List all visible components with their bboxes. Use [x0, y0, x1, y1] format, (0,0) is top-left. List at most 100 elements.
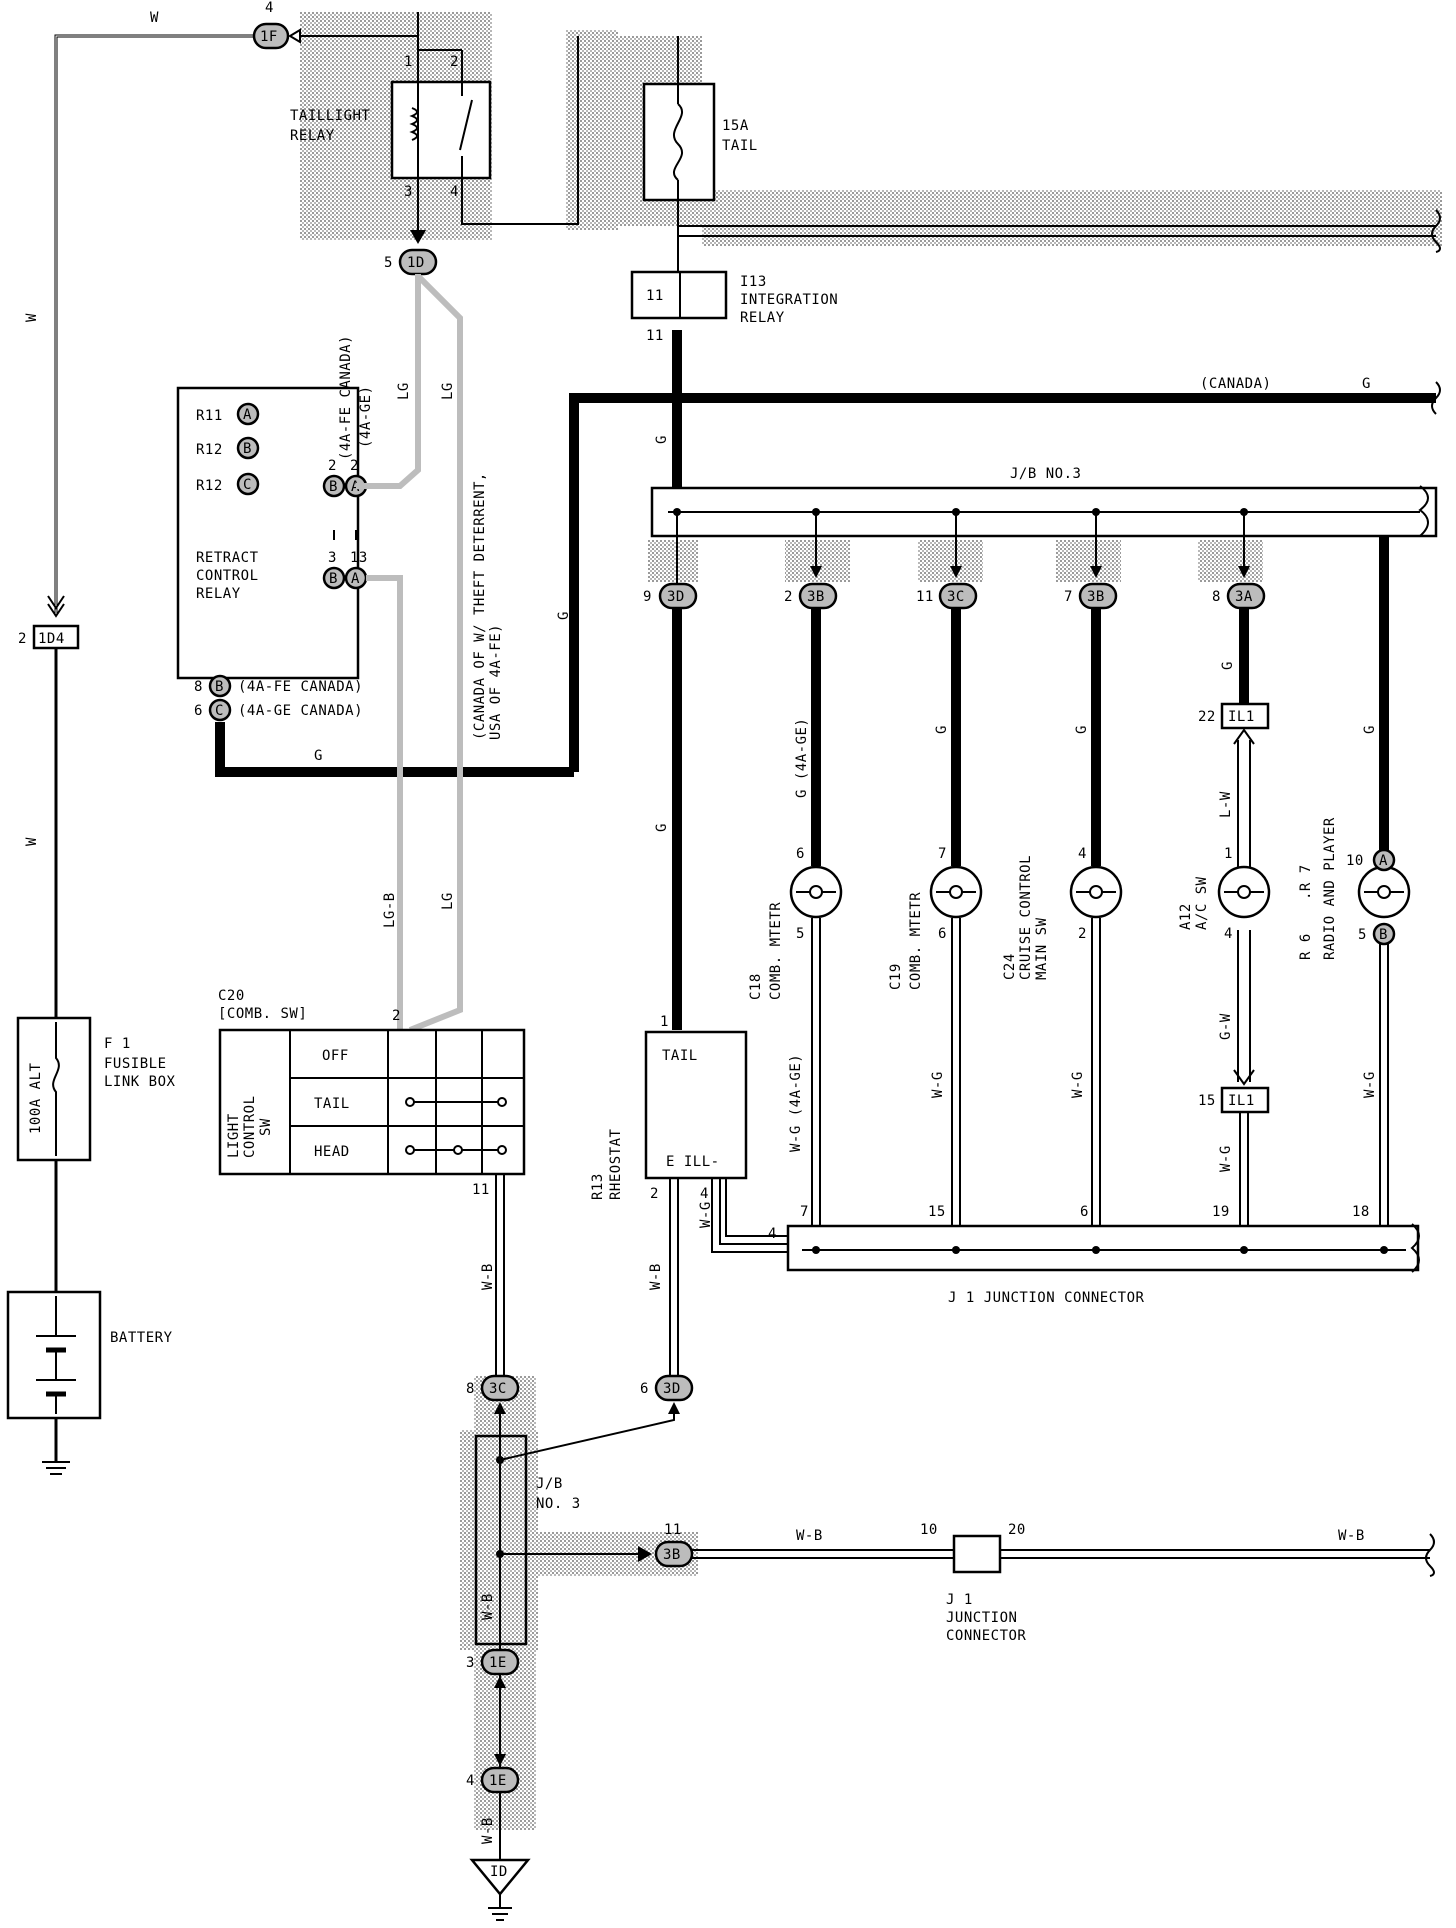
wire-label-w-g: W-G — [1218, 1145, 1234, 1172]
r7-label: .R 7 — [1298, 864, 1314, 900]
pin-label: 6 — [1080, 1204, 1089, 1220]
c20-comb-switch: C20 [COMB. SW] 2 OFF TAIL HEAD LIGHT CON… — [218, 988, 526, 1198]
lg-wires: LG LG LG-B LG (CANADA OF W/ THEFT DETERR… — [356, 273, 504, 1033]
a12-id: A12 — [1178, 903, 1194, 930]
retract-relay-name-2: CONTROL — [196, 568, 259, 584]
pin-label: 8 — [466, 1381, 475, 1397]
connector-1e-lower: 1E 4 W-B — [466, 1754, 520, 1844]
j1-junction-label: J 1 JUNCTION CONNECTOR — [948, 1290, 1145, 1306]
pin-label: 9 — [643, 589, 652, 605]
connector-3d-label: 3D — [663, 1381, 681, 1397]
pin-label: 8 — [1212, 589, 1221, 605]
wire-label-g-w: G-W — [1218, 1013, 1234, 1040]
wire-label-w-top: W — [150, 10, 159, 26]
wire-label-lg: LG — [440, 382, 456, 400]
c24-name-2: MAIN SW — [1034, 917, 1050, 980]
fusible-link-box: 100A ALT F 1 FUSIBLE LINK BOX — [16, 1016, 175, 1162]
pin-label: 3 — [404, 184, 413, 200]
connector-3c-label: 3C — [947, 589, 965, 605]
j1-junction-connector-bottom: 10 20 W-B J 1 JUNCTION CONNECTOR — [920, 1522, 1435, 1644]
connector-3b-label: 3B — [1087, 589, 1105, 605]
connector-3a: 3A 8 — [1212, 582, 1266, 610]
retract-g-wire: G — [215, 722, 574, 777]
pin-label: 13 — [350, 550, 368, 566]
taillight-relay-label-2: RELAY — [290, 128, 335, 144]
ground-id-label: ID — [490, 1864, 508, 1880]
pin-label: 22 — [1198, 709, 1216, 725]
fusible-id: F 1 — [104, 1036, 131, 1052]
taillight-relay-label-1: TAILLIGHT — [290, 108, 370, 124]
connector-3d-bottom: 3D 6 — [640, 1374, 694, 1414]
pin-label: 6 — [194, 703, 203, 719]
wire-label-w-b: W-B — [1338, 1528, 1365, 1544]
pin-label: 2 — [18, 631, 27, 647]
rheostat-r13: TAIL E ILL- R13 RHEOSTAT 1 2 4 W-B W-G — [590, 1014, 788, 1376]
connector-b-label: B — [215, 679, 224, 695]
connector-b-label: B — [329, 571, 338, 587]
pin-label: 3 — [466, 1655, 475, 1671]
rheostat-id: R13 — [590, 1173, 606, 1200]
light-control-3: SW — [258, 1118, 274, 1136]
theft-note-1: (CANADA OF W/ THEFT DETERRENT, — [472, 472, 488, 740]
wire-label-g: G — [1220, 661, 1236, 670]
wire-label-lg-b: LG-B — [382, 892, 398, 928]
ground-id-icon: ID — [469, 1858, 531, 1921]
taillight-relay: 1 2 3 4 TAILLIGHT RELAY — [290, 12, 579, 244]
shaded-regions — [300, 12, 1442, 1830]
connector-1e-upper: 1E 3 W-B — [466, 1593, 520, 1688]
r6-label: R 6 — [1298, 933, 1314, 960]
retract-note-fe: (4A-FE CANADA) — [338, 335, 354, 460]
wire-label-w-g: W-G — [1070, 1071, 1086, 1098]
bulb-c19: 7 6 C19 COMB. MTETR — [888, 846, 983, 990]
wire-label-g: G — [1362, 376, 1371, 392]
connector-a-label: A — [243, 407, 252, 423]
r12c-label: R12 — [196, 478, 223, 494]
pin-label: 4 — [265, 0, 274, 16]
integration-relay-pin: 11 — [646, 288, 664, 304]
battery-label: BATTERY — [110, 1330, 173, 1346]
retract-pin8-note: (4A-FE CANADA) — [238, 679, 363, 695]
radio-label: RADIO AND PLAYER — [1322, 817, 1338, 960]
pin-label: 20 — [1008, 1522, 1026, 1538]
alt-fuse-label: 100A ALT — [28, 1062, 44, 1134]
retract-relay-name-3: RELAY — [196, 586, 241, 602]
wire-label-w-b: W-B — [480, 1593, 496, 1620]
c20-id: C20 — [218, 988, 245, 1004]
wire-label-w-g: W-G — [698, 1201, 714, 1228]
ground-left-icon — [42, 1461, 70, 1475]
pin-label: 6 — [938, 926, 947, 942]
connector-1e-label: 1E — [489, 1655, 507, 1671]
connector-3d-label: 3D — [667, 589, 685, 605]
pin-label: 7 — [800, 1204, 809, 1220]
jb-no3-label: J/B NO.3 — [1010, 466, 1081, 482]
pin-label: 11 — [916, 589, 934, 605]
wire-label-lg: LG — [396, 382, 412, 400]
connector-c-label: C — [243, 477, 252, 493]
connector-1f-label: 1F — [260, 29, 278, 45]
pin-label: 11 — [664, 1522, 682, 1538]
a12-name: A/C SW — [1194, 876, 1210, 930]
connector-3b-a: 3B 2 — [784, 582, 838, 610]
pin-label: 1 — [1224, 846, 1233, 862]
pin-label: 7 — [1064, 589, 1073, 605]
fusible-name-1: FUSIBLE — [104, 1056, 167, 1072]
integration-relay-id: I13 — [740, 274, 767, 290]
pin-label: 19 — [1212, 1204, 1230, 1220]
pin-label: 5 — [384, 255, 393, 271]
rheostat-name: RHEOSTAT — [608, 1128, 624, 1200]
rheostat-e: E ILL- — [666, 1154, 720, 1170]
retract-relay-name-1: RETRACT — [196, 550, 259, 566]
wire-label-g: G — [1362, 725, 1378, 734]
wire-label-w-g-4a-ge: W-G (4A-GE) — [788, 1054, 804, 1152]
pin-label: 4 — [466, 1773, 475, 1789]
canada-g-wire: (CANADA) G G — [556, 376, 1441, 772]
pin-label: 5 — [796, 926, 805, 942]
retract-note-ge: (4A-GE) — [358, 385, 374, 448]
wire-label-w-g: W-G — [1362, 1071, 1378, 1098]
j1-bottom-2: JUNCTION — [946, 1610, 1017, 1626]
connector-1d4: 1D4 2 — [18, 624, 80, 650]
c19-id: C19 — [888, 963, 904, 990]
pin-label: 8 — [194, 679, 203, 695]
wire-label-w-b: W-B — [480, 1817, 496, 1844]
